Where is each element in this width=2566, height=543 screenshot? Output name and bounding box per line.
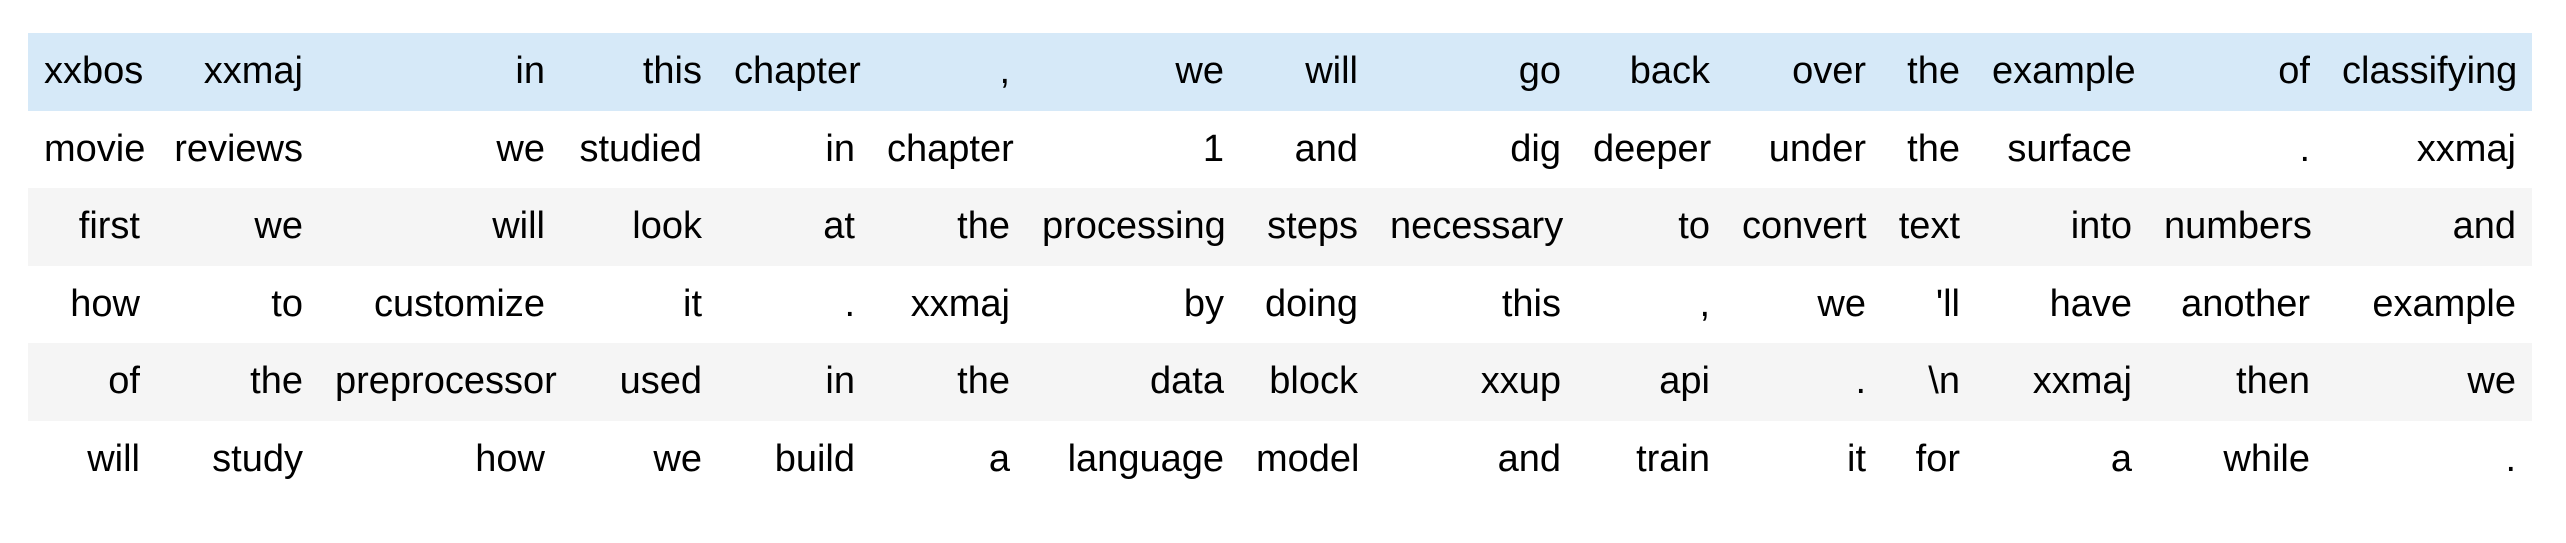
token-cell: to [156,265,319,343]
token-cell: \n [1882,343,1976,421]
token-cell: a [871,420,1026,498]
token-cell: we [561,420,718,498]
token-cell: . [1726,343,1882,421]
token-cell: text [1882,188,1976,266]
token-cell: in [319,33,561,111]
token-cell: processing [1026,188,1240,266]
token-cell: deeper [1577,110,1726,188]
token-cell: have [1976,265,2148,343]
token-cell: data [1026,343,1240,421]
token-cell: we [2326,343,2532,421]
token-cell: we [156,188,319,266]
token-cell: for [1882,420,1976,498]
token-cell: another [2148,265,2326,343]
token-cell: dig [1374,110,1577,188]
token-cell: xxup [1374,343,1577,421]
token-cell: back [1577,33,1726,111]
token-cell: and [1374,420,1577,498]
token-cell: we [1726,265,1882,343]
token-cell: while [2148,420,2326,498]
token-cell: look [561,188,718,266]
token-cell: will [1240,33,1374,111]
token-cell: over [1726,33,1882,111]
token-cell: build [718,420,871,498]
token-cell: language [1026,420,1240,498]
token-cell: then [2148,343,2326,421]
token-cell: numbers [2148,188,2326,266]
token-cell: this [1374,265,1577,343]
token-cell: in [718,110,871,188]
token-cell: the [1882,110,1976,188]
token-cell: a [1976,420,2148,498]
token-cell: will [319,188,561,266]
token-cell: of [28,343,156,421]
token-cell: study [156,420,319,498]
token-cell: steps [1240,188,1374,266]
token-cell: the [871,343,1026,421]
token-cell: first [28,188,156,266]
token-cell: , [871,33,1026,111]
token-cell: . [2326,420,2532,498]
token-cell: xxmaj [2326,110,2532,188]
token-cell: how [319,420,561,498]
token-cell: by [1026,265,1240,343]
token-cell: preprocessor [319,343,561,421]
token-cell: api [1577,343,1726,421]
token-cell: train [1577,420,1726,498]
token-cell: movie [28,110,156,188]
token-cell: 'll [1882,265,1976,343]
token-cell: block [1240,343,1374,421]
token-cell: necessary [1374,188,1577,266]
token-cell: example [1976,33,2148,111]
token-cell: example [2326,265,2532,343]
token-cell: 1 [1026,110,1240,188]
token-cell: the [1882,33,1976,111]
token-cell: under [1726,110,1882,188]
token-cell: it [1726,420,1882,498]
token-cell: it [561,265,718,343]
token-cell: . [2148,110,2326,188]
token-cell: in [718,343,871,421]
token-cell: xxbos [28,33,156,111]
token-cell: go [1374,33,1577,111]
token-cell: we [1026,33,1240,111]
token-cell: at [718,188,871,266]
token-cell: chapter [718,33,871,111]
token-cell: xxmaj [871,265,1026,343]
token-cell: , [1577,265,1726,343]
token-cell: we [319,110,561,188]
token-cell: used [561,343,718,421]
token-cell: will [28,420,156,498]
token-cell: the [871,188,1026,266]
token-cell: of [2148,33,2326,111]
token-cell: studied [561,110,718,188]
token-cell: reviews [156,110,319,188]
token-cell: the [156,343,319,421]
token-cell: into [1976,188,2148,266]
token-cell: and [2326,188,2532,266]
token-cell: and [1240,110,1374,188]
token-cell: xxmaj [156,33,319,111]
token-cell: doing [1240,265,1374,343]
token-cell: how [28,265,156,343]
token-cell: . [718,265,871,343]
token-cell: chapter [871,110,1026,188]
token-cell: this [561,33,718,111]
token-cell: xxmaj [1976,343,2148,421]
token-cell: model [1240,420,1374,498]
token-cell: customize [319,265,561,343]
token-cell: to [1577,188,1726,266]
token-cell: classifying [2326,33,2532,111]
token-cell: surface [1976,110,2148,188]
token-cell: convert [1726,188,1882,266]
